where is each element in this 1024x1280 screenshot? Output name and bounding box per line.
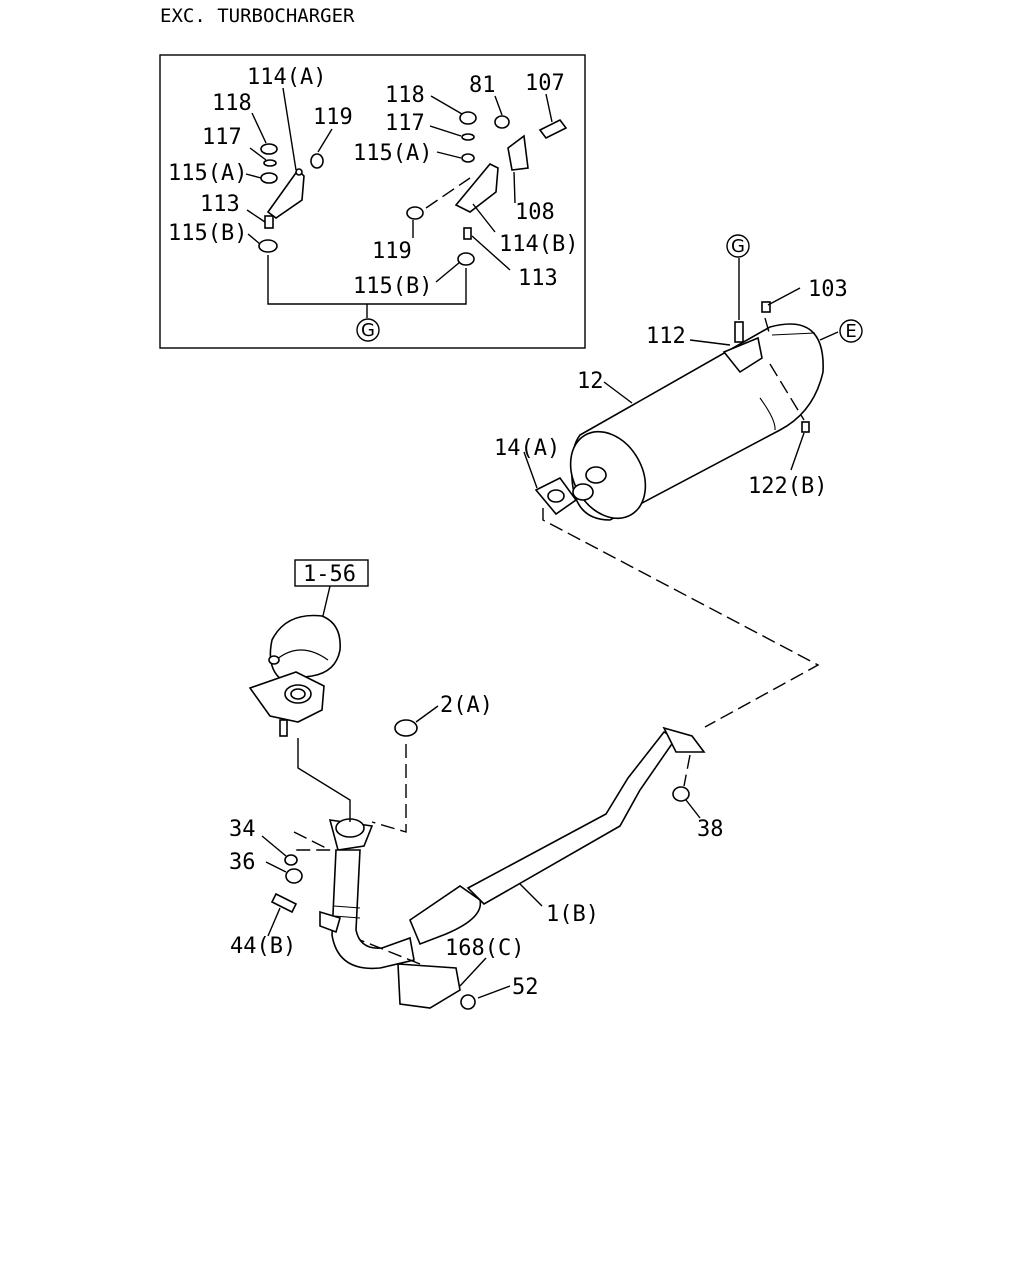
nut-36-part — [285, 868, 303, 884]
label-114b: 114(B) — [499, 232, 578, 257]
nut-118a-part — [260, 143, 278, 155]
bolt-103-part — [761, 301, 771, 313]
label-113a: 113 — [200, 192, 240, 217]
cushion-115a-r-part — [461, 153, 475, 163]
left-hanger-assembly — [258, 143, 324, 253]
label-114a: 114(A) — [247, 65, 326, 90]
label-115a-right: 115(A) — [353, 141, 432, 166]
label-36: 36 — [229, 850, 256, 875]
ref-box-label: 1-56 — [303, 562, 356, 587]
rear-pipe-section — [466, 730, 678, 905]
muffler-bracket-112 — [722, 336, 763, 374]
circle-e-main-letter: E — [845, 321, 856, 342]
bracket-114b — [454, 163, 499, 213]
label-168c: 168(C) — [445, 936, 524, 961]
bracket-168c — [397, 963, 461, 1009]
inset-leaders — [245, 87, 553, 318]
washer-117a-part — [263, 159, 277, 167]
label-14a: 14(A) — [494, 436, 560, 461]
front-pipe-1b — [319, 726, 706, 1009]
circle-g-main-letter: G — [731, 236, 745, 257]
diagram-title: EXC. TURBOCHARGER — [160, 5, 355, 27]
washer-34-part — [284, 854, 298, 866]
gasket-2a — [394, 719, 418, 737]
nut-38-part — [672, 786, 690, 802]
right-hanger-assembly — [406, 111, 568, 266]
washer-117b-part — [461, 133, 475, 141]
circle-g-main — [726, 234, 750, 258]
nut-52-part — [460, 994, 476, 1010]
label-44b: 44(B) — [230, 934, 296, 959]
label-103: 103 — [808, 277, 848, 302]
bolt-107-part — [538, 118, 568, 140]
label-38: 38 — [697, 817, 724, 842]
nut-119b-part — [406, 206, 424, 220]
label-117b: 117 — [385, 111, 425, 136]
cushion-115b-part — [258, 239, 278, 253]
plate-108 — [507, 134, 529, 171]
inset-frame — [159, 54, 586, 349]
collar-113b-part — [463, 227, 472, 240]
collar-113a-part — [264, 215, 274, 229]
manifold-part — [248, 614, 341, 737]
label-107: 107 — [525, 71, 565, 96]
label-115b-right: 115(B) — [353, 274, 432, 299]
label-81: 81 — [469, 73, 496, 98]
main-leaders — [261, 508, 820, 999]
label-118a: 118 — [212, 91, 252, 116]
label-119b: 119 — [372, 239, 412, 264]
cushion-115b-r-part — [457, 252, 475, 266]
label-122b: 122(B) — [748, 474, 827, 499]
label-117a: 117 — [202, 125, 242, 150]
label-1b: 1(B) — [546, 902, 599, 927]
pin-122b-part — [801, 421, 810, 433]
label-119a: 119 — [313, 105, 353, 130]
label-12: 12 — [577, 369, 604, 394]
circle-g-inset — [356, 318, 380, 342]
rear-flange — [662, 726, 706, 753]
stud-112 — [734, 321, 744, 343]
circle-e-main — [839, 319, 863, 343]
nut-81-part — [494, 115, 510, 129]
label-118b: 118 — [385, 83, 425, 108]
stud-on-bracket — [295, 168, 303, 176]
muffler-12 — [569, 301, 824, 521]
hanger-clip — [319, 910, 341, 934]
muffler-leaders — [523, 258, 839, 489]
label-113b: 113 — [518, 266, 558, 291]
nut-118b-part — [459, 111, 477, 125]
circle-g-inset-letter: G — [361, 320, 375, 341]
bolt-44b-part — [270, 892, 298, 914]
label-115a-left: 115(A) — [168, 161, 247, 186]
label-34: 34 — [229, 817, 256, 842]
ref-box-1-56 — [294, 559, 369, 587]
label-52: 52 — [512, 975, 539, 1000]
label-2a: 2(A) — [440, 693, 493, 718]
label-108: 108 — [515, 200, 555, 225]
cushion-115a-part — [260, 172, 278, 184]
bracket-114a — [266, 168, 305, 219]
label-112: 112 — [646, 324, 686, 349]
washer-119a-part — [310, 153, 324, 169]
label-115b-left: 115(B) — [168, 221, 247, 246]
